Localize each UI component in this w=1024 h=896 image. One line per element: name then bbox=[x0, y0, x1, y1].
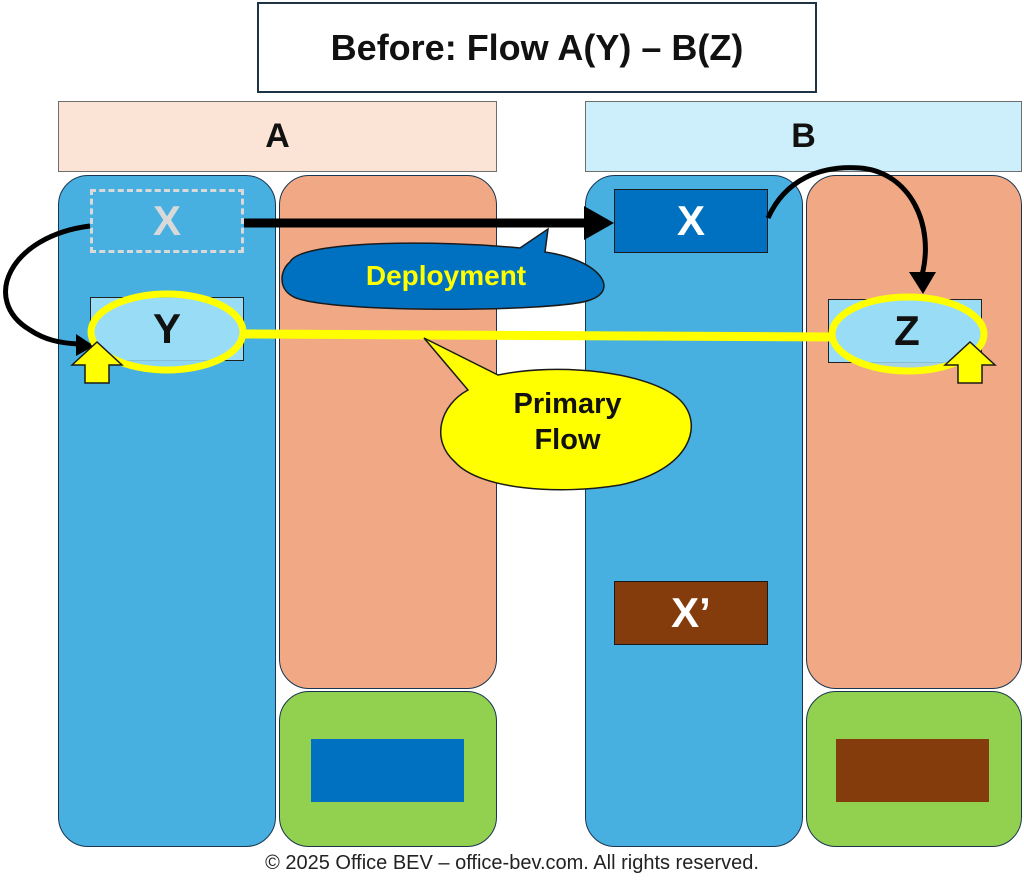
primary-flow-label-line1: Primary bbox=[513, 388, 622, 420]
primary-flow-callout bbox=[423, 337, 693, 491]
ellipse-y bbox=[87, 290, 247, 374]
box-y-label: Y bbox=[152, 305, 181, 352]
curve-arrow-x-to-z-head bbox=[909, 272, 936, 294]
ellipse-z bbox=[828, 293, 988, 375]
box-z-label: Z bbox=[894, 307, 920, 354]
column-b-salmon bbox=[806, 175, 1022, 689]
deployment-callout bbox=[281, 227, 605, 310]
curve-arrow-x-to-y-head bbox=[76, 334, 94, 356]
box-x-new: X bbox=[614, 189, 768, 253]
column-a-inner-blue-rect bbox=[311, 739, 464, 802]
diagram-title: Before: Flow A(Y) – B(Z) bbox=[257, 2, 817, 93]
primary-flow-line bbox=[243, 329, 836, 342]
box-x-old: X bbox=[90, 189, 244, 253]
primary-flow-label: Primary Flow bbox=[455, 386, 680, 466]
primary-flow-label-line2: Flow bbox=[534, 424, 601, 456]
deployment-arrowhead bbox=[584, 206, 614, 240]
deployment-label: Deployment bbox=[365, 260, 527, 291]
column-b-blue bbox=[585, 175, 803, 847]
up-arrow-z bbox=[943, 340, 997, 384]
column-b-inner-brown-rect bbox=[836, 739, 989, 802]
header-b: B bbox=[585, 101, 1022, 172]
box-x-prime: X’ bbox=[614, 581, 768, 645]
curve-arrow-x-to-z bbox=[765, 165, 928, 276]
column-a-blue bbox=[58, 175, 276, 847]
curve-arrow-x-to-y bbox=[3, 223, 91, 347]
copyright-footer: © 2025 Office BEV – office-bev.com. All … bbox=[265, 852, 759, 874]
up-arrow-y bbox=[70, 340, 124, 384]
header-a: A bbox=[58, 101, 497, 172]
